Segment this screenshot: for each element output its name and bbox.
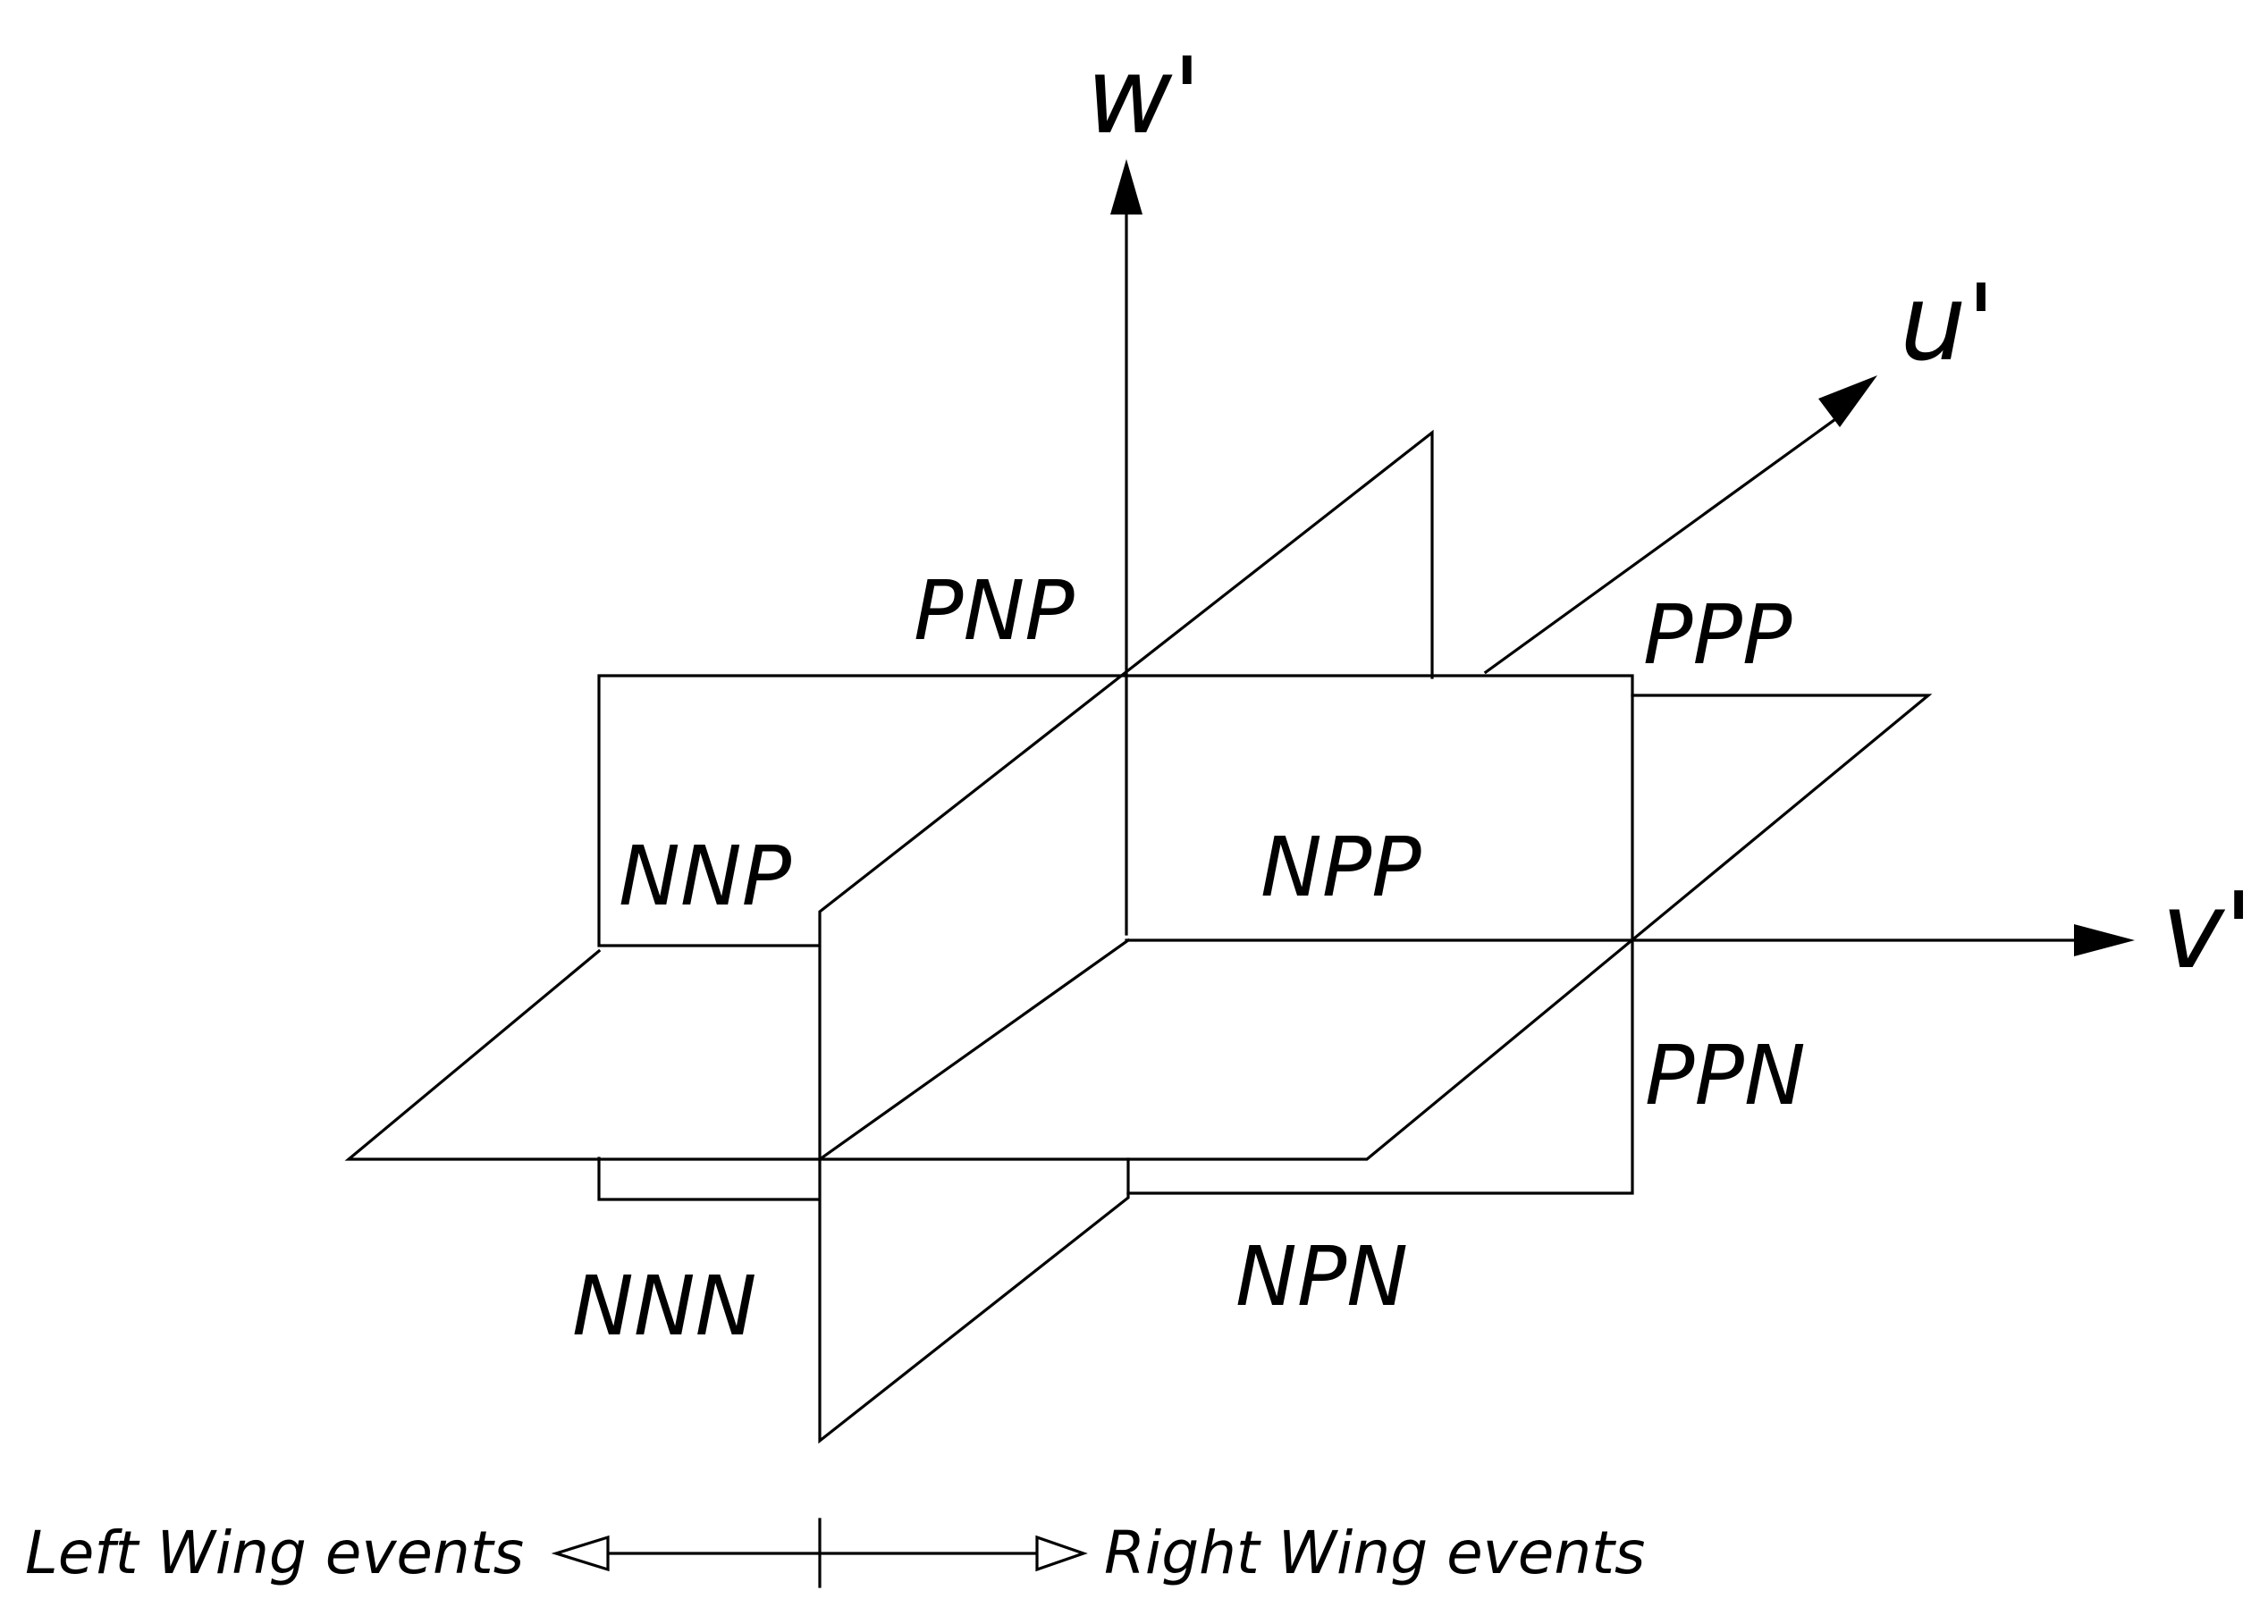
vertical-uw-plane bbox=[818, 429, 1434, 1444]
front-vw-plane bbox=[597, 674, 1634, 1201]
right-wing-label: Right Wing events bbox=[1104, 1519, 1645, 1587]
w-axis-arrowhead bbox=[1110, 159, 1142, 215]
octant-label-nnp: NNP bbox=[619, 829, 792, 924]
left-wing-label: Left Wing events bbox=[25, 1519, 524, 1587]
octant-label-ppp: PPP bbox=[1643, 587, 1792, 683]
w-axis-label: w' bbox=[1086, 34, 1201, 157]
horizontal-uv-plane bbox=[344, 694, 1933, 1162]
v-axis-arrowhead bbox=[2074, 924, 2135, 956]
octant-label-npn: NPN bbox=[1235, 1229, 1408, 1325]
v-axis-label: v' bbox=[2162, 869, 2253, 992]
octant-label-nnn: NNN bbox=[572, 1258, 756, 1354]
w-axis bbox=[1110, 159, 1142, 936]
right-wing-arrowhead bbox=[1035, 1535, 1088, 1572]
octant-label-pnp: PNP bbox=[914, 563, 1075, 659]
u-axis bbox=[1483, 375, 1877, 675]
octant-label-ppn: PPN bbox=[1645, 1028, 1806, 1123]
u-axis-label: u' bbox=[1900, 261, 1995, 384]
u-axis-arrowhead bbox=[1818, 375, 1877, 427]
v-axis bbox=[1125, 924, 2135, 956]
left-wing-arrowhead bbox=[551, 1535, 610, 1572]
octant-label-npp: NPP bbox=[1260, 820, 1421, 915]
wing-legend: Left Wing events Right Wing events bbox=[25, 1518, 1645, 1588]
